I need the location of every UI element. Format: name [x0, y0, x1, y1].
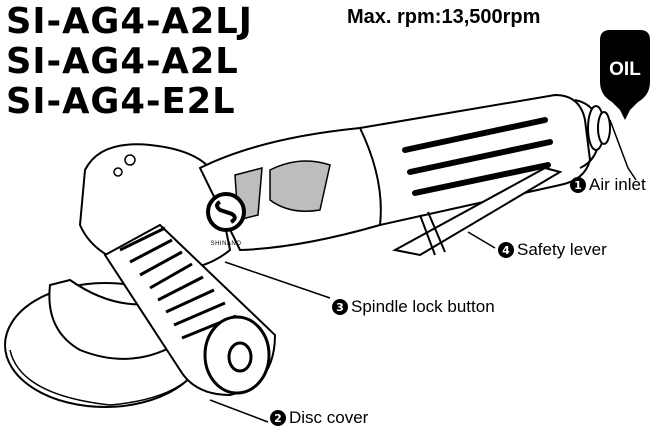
disc-cover — [48, 278, 177, 360]
brand-logo-text: SHINANO — [211, 241, 242, 247]
part-label-air-inlet: 1 Air inlet — [570, 175, 646, 195]
leader-lines — [209, 119, 637, 423]
spindle-lock-leader — [224, 261, 331, 299]
part-number-badge: 3 — [332, 299, 348, 315]
model-list: SI-AG4-A2LJ SI-AG4-A2L SI-AG4-E2L — [6, 2, 258, 122]
part-number-badge: 1 — [570, 177, 586, 193]
part-name: Safety lever — [517, 240, 607, 259]
part-name: Spindle lock button — [351, 297, 495, 316]
safety-lever-leader — [467, 231, 496, 249]
part-label-safety-lever: 4 Safety lever — [498, 240, 607, 260]
air-inlet-leader — [609, 119, 637, 181]
safety-lever — [392, 166, 563, 257]
part-number-badge: 2 — [270, 410, 286, 426]
side-handle — [103, 223, 277, 397]
brand-logo-icon: SHINANO — [206, 192, 246, 247]
model-name: SI-AG4-A2L — [6, 41, 239, 82]
model-name: SI-AG4-E2L — [6, 81, 236, 122]
part-label-spindle-lock-button: 3 Spindle lock button — [332, 297, 495, 317]
oil-drop-icon: OIL — [600, 30, 650, 120]
grinder-body — [198, 93, 611, 252]
max-rpm-text: Max. rpm:13,500rpm — [347, 6, 541, 28]
disc-cover-leader — [209, 399, 269, 423]
part-name: Air inlet — [589, 175, 646, 194]
oil-label: OIL — [609, 59, 641, 80]
part-number-badge: 4 — [498, 242, 514, 258]
part-name: Disc cover — [289, 408, 369, 427]
model-name: SI-AG4-A2LJ — [6, 1, 253, 42]
part-label-disc-cover: 2 Disc cover — [270, 408, 368, 428]
